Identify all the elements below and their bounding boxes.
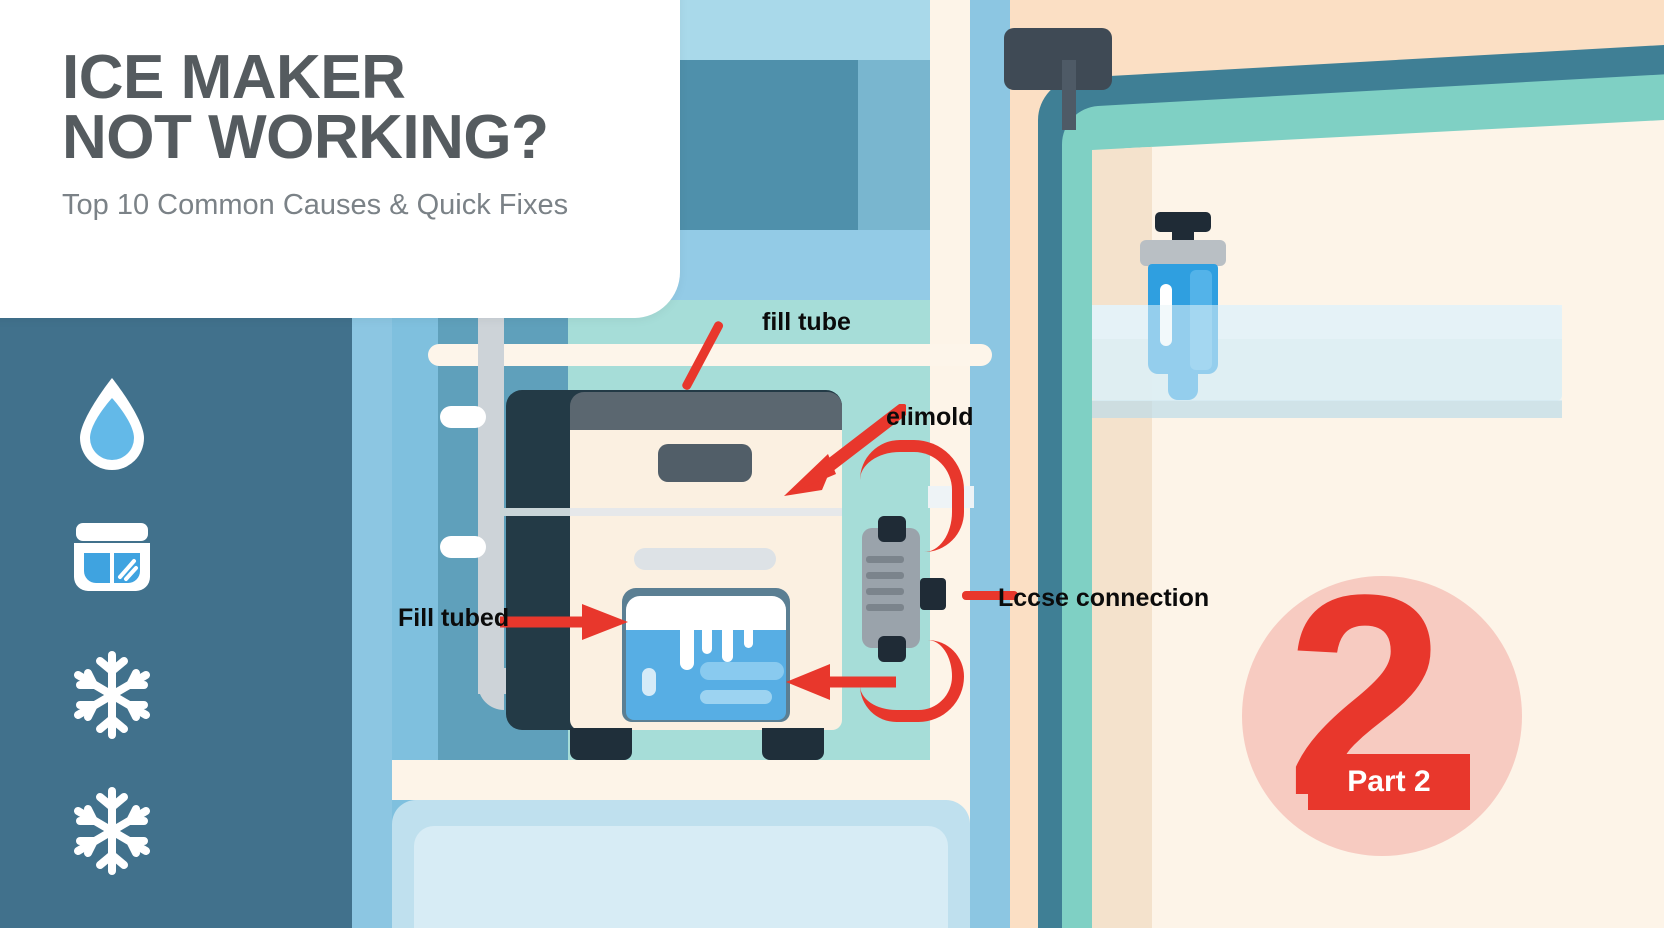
title-card-content: ICE MAKER NOT WORKING? Top 10 Common Cau… — [62, 47, 662, 222]
annotation-label-fill-tubed: Fill tubed — [398, 604, 510, 632]
door-hinge-stem — [1062, 60, 1076, 130]
ice-bin-icon — [74, 523, 150, 591]
pipe-clip — [440, 536, 486, 558]
page-title-line-1: ICE MAKER — [62, 43, 406, 112]
freezer-rail — [428, 344, 992, 366]
ice-maker-foot-left — [570, 728, 632, 760]
water-filter-collar — [1140, 240, 1226, 266]
return-arrow-icon — [786, 664, 896, 700]
water-filter-neck — [1172, 226, 1194, 244]
sidebar-item-snowflake-1[interactable] — [66, 642, 158, 748]
valve-nozzle — [920, 578, 946, 610]
freezer-shelf-gap — [392, 760, 970, 800]
fridge-shelf-lower — [1092, 400, 1562, 418]
page-title-line-2: NOT WORKING? — [62, 102, 549, 172]
ice-maker-slot — [634, 548, 776, 570]
fridge-shelf-glass — [1092, 305, 1562, 401]
sidebar-panel — [0, 312, 352, 928]
freezer-lower-drawer-inner — [414, 826, 948, 928]
part-badge: Part 2 — [1308, 754, 1470, 810]
page-title: ICE MAKER NOT WORKING? — [62, 47, 662, 169]
fill-tube-pipe-vertical — [478, 296, 504, 668]
water-drop-icon — [80, 378, 144, 470]
valve-fin — [866, 604, 904, 611]
part-badge-label: Part 2 — [1347, 765, 1431, 798]
ice-maker-foot-right — [762, 728, 824, 760]
fill-tubed-arrow-icon — [500, 604, 628, 640]
valve-fin — [866, 556, 904, 563]
annotation-label-fill-tube: fill tube — [762, 308, 851, 336]
ice-maker-top-cover — [570, 392, 842, 434]
sidebar-icon-list — [0, 312, 352, 928]
frost-drip — [680, 622, 694, 670]
title-card — [0, 0, 680, 318]
door-hinge — [1004, 28, 1112, 90]
annotation-label-eiimold: eıimold — [886, 403, 974, 431]
ice-bin-bubble — [642, 668, 656, 696]
page-subtitle: Top 10 Common Causes & Quick Fixes — [62, 189, 569, 222]
valve-cap-top — [878, 516, 906, 542]
loose-connection-leader-line — [962, 591, 1018, 600]
annotation-label-loose-connection: Lccse connection — [998, 584, 1210, 612]
water-filter-knob — [1155, 212, 1211, 232]
sidebar-item-ice-bin[interactable] — [66, 506, 158, 612]
frost-drip — [702, 622, 712, 654]
valve-cap-bottom — [878, 636, 906, 662]
sidebar-item-water-drop[interactable] — [66, 370, 158, 476]
frost-drip — [744, 622, 753, 648]
ice-bin-highlight-b — [700, 690, 772, 704]
snowflake-icon — [74, 787, 150, 875]
freezer-cavity-shade-right — [858, 60, 930, 230]
snowflake-icon — [74, 651, 150, 739]
ice-maker-seam — [570, 508, 842, 516]
ice-bin-highlight-a — [700, 662, 784, 680]
ice-maker-seam-left — [500, 508, 580, 516]
eiimold-arrow-icon — [784, 404, 906, 496]
ice-maker-vent — [658, 444, 752, 482]
valve-fin — [866, 588, 904, 595]
valve-fin — [866, 572, 904, 579]
frost-drip — [722, 622, 733, 662]
sidebar-item-snowflake-2[interactable] — [66, 778, 158, 884]
pipe-clip — [440, 406, 486, 428]
